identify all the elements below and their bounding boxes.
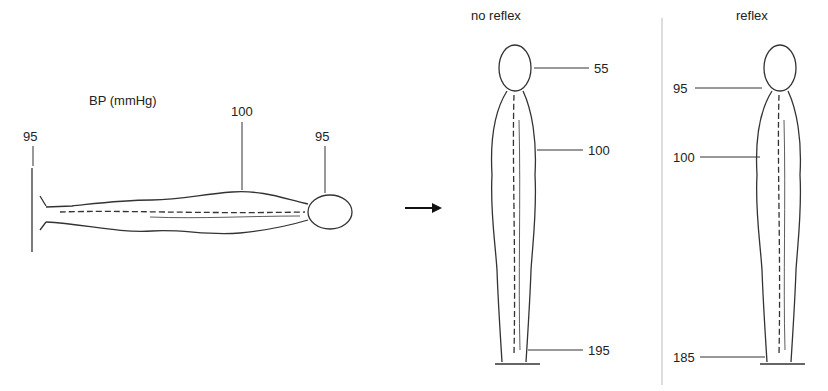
- pressure-value: 100: [587, 143, 611, 158]
- pressure-value: 195: [587, 343, 611, 358]
- panel-border: [662, 18, 663, 385]
- pressure-value: 95: [22, 129, 38, 144]
- supine-figure: [32, 168, 352, 252]
- panel-title: no reflex: [470, 8, 522, 23]
- axis-label: BP (mmHg): [88, 93, 158, 108]
- pressure-value: 55: [593, 61, 609, 76]
- arrow: [405, 203, 442, 213]
- pressure-value: 185: [672, 350, 696, 365]
- pressure-value: 100: [230, 104, 254, 119]
- standing-figure: [492, 45, 540, 364]
- pressure-value: 95: [672, 81, 688, 96]
- pressure-value: 100: [672, 150, 696, 165]
- pressure-value: 95: [314, 129, 330, 144]
- panel-title: reflex: [735, 8, 769, 23]
- standing-figure: [757, 45, 805, 364]
- leader-line: [33, 68, 765, 357]
